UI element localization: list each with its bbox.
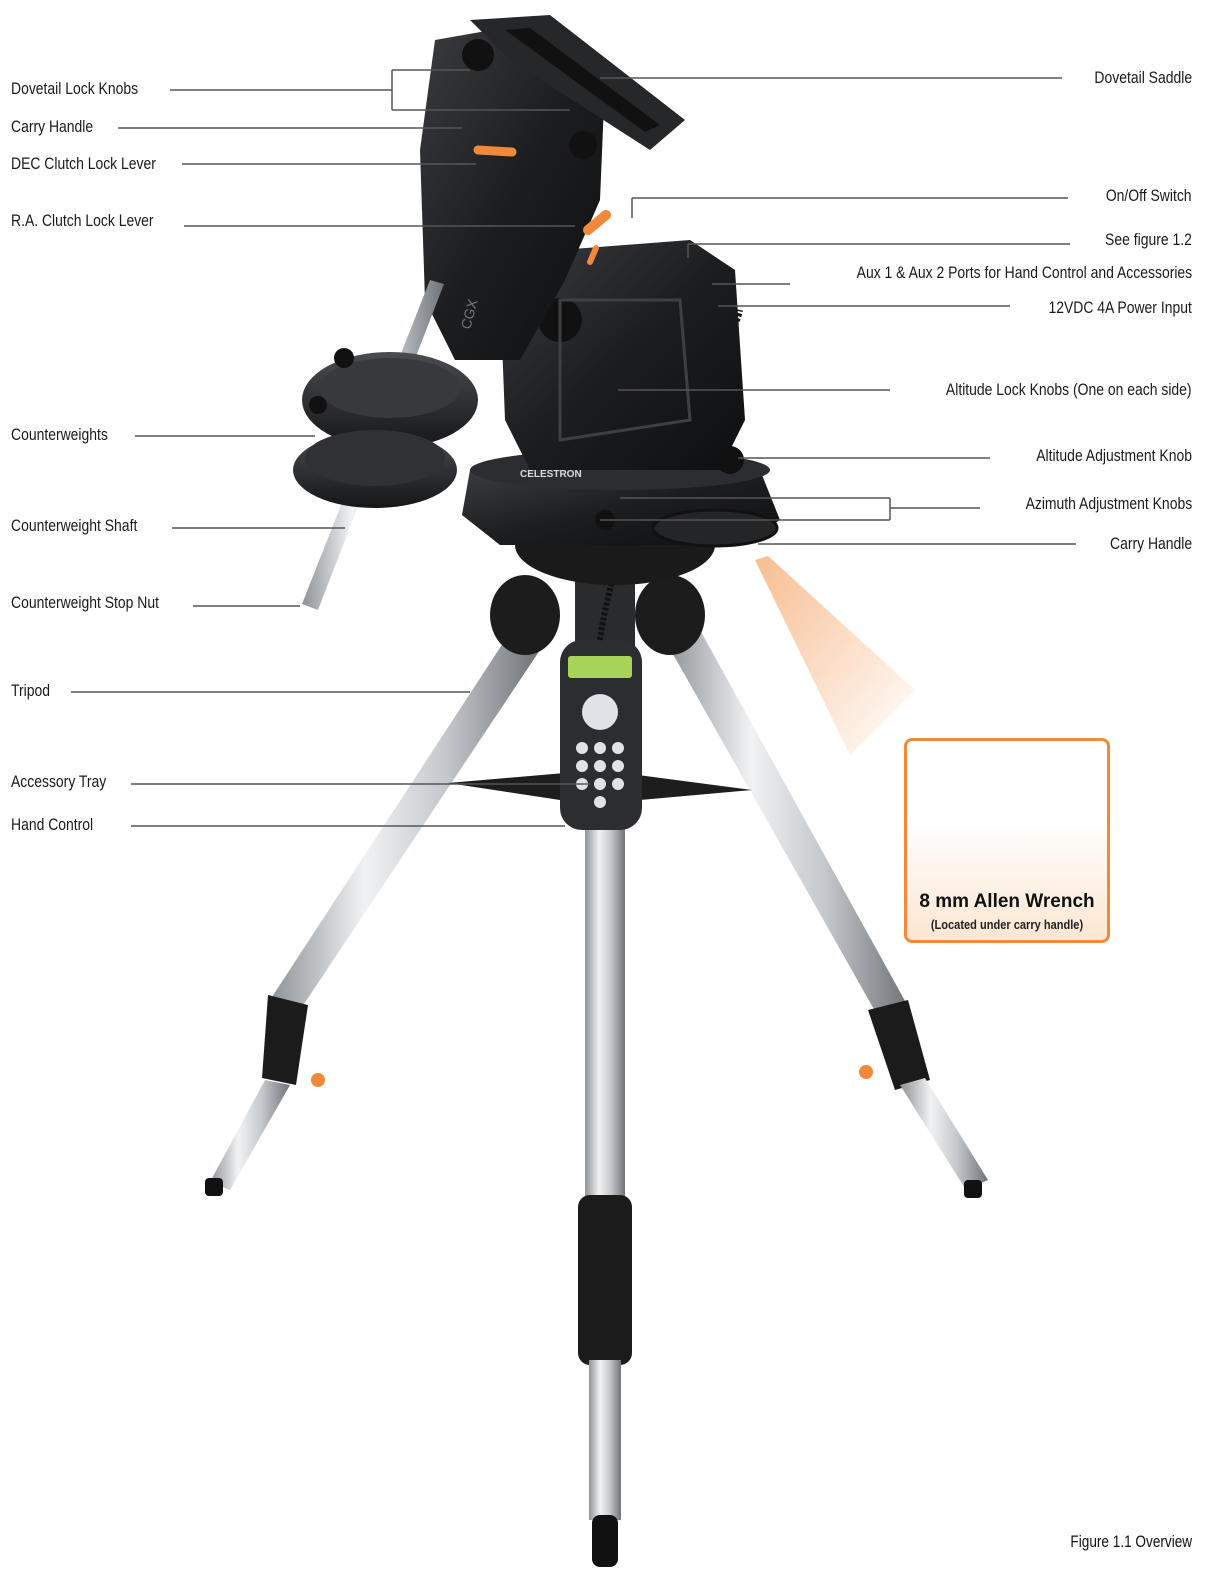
label-altitude-adjustment-knob: Altitude Adjustment Knob — [1036, 446, 1192, 465]
tripod-leg-center — [585, 800, 625, 1210]
label-carry-handle-top: Carry Handle — [11, 117, 94, 136]
label-counterweights: Counterweights — [11, 425, 108, 444]
tripod — [205, 570, 988, 1567]
label-hand-control: Hand Control — [11, 815, 94, 834]
leader-lines — [71, 69, 1076, 827]
label-carry-handle-base: Carry Handle — [1109, 534, 1192, 553]
label-counterweight-stop-nut: Counterweight Stop Nut — [11, 593, 160, 612]
label-power-input: 12VDC 4A Power Input — [1048, 298, 1192, 317]
label-tripod: Tripod — [11, 681, 51, 700]
mount-model-text: CGX — [457, 297, 480, 331]
hand-controller — [560, 640, 642, 830]
label-ra-clutch-lock-lever: R.A. Clutch Lock Lever — [11, 211, 154, 230]
callout-rays — [755, 556, 915, 755]
label-counterweight-shaft: Counterweight Shaft — [11, 516, 138, 535]
tripod-leg-right — [665, 630, 910, 1020]
label-dec-clutch-lock-lever: DEC Clutch Lock Lever — [11, 154, 156, 173]
mount-brand-text: CELESTRON — [520, 469, 582, 480]
label-aux-ports: Aux 1 & Aux 2 Ports for Hand Control and… — [856, 263, 1192, 282]
label-dovetail-lock-knobs: Dovetail Lock Knobs — [11, 79, 139, 98]
wrench-subtitle: (Located under carry handle) — [930, 917, 1084, 932]
wrench-title: 8 mm Allen Wrench — [919, 891, 1095, 912]
label-on-off-switch: On/Off Switch — [1106, 186, 1192, 205]
allen-wrench-callout: 8 mm Allen Wrench (Located under carry h… — [904, 738, 1110, 943]
dec-axis-housing — [420, 25, 605, 360]
label-accessory-tray: Accessory Tray — [11, 772, 107, 791]
label-dovetail-saddle: Dovetail Saddle — [1094, 68, 1192, 87]
label-see-figure: See figure 1.2 — [1105, 230, 1192, 249]
tripod-leg-left — [270, 640, 540, 1010]
label-altitude-lock-knobs: Altitude Lock Knobs (One on each side) — [946, 380, 1192, 399]
figure-caption: Figure 1.1 Overview — [1070, 1532, 1192, 1551]
label-azimuth-adjustment-knobs: Azimuth Adjustment Knobs — [1025, 494, 1192, 513]
